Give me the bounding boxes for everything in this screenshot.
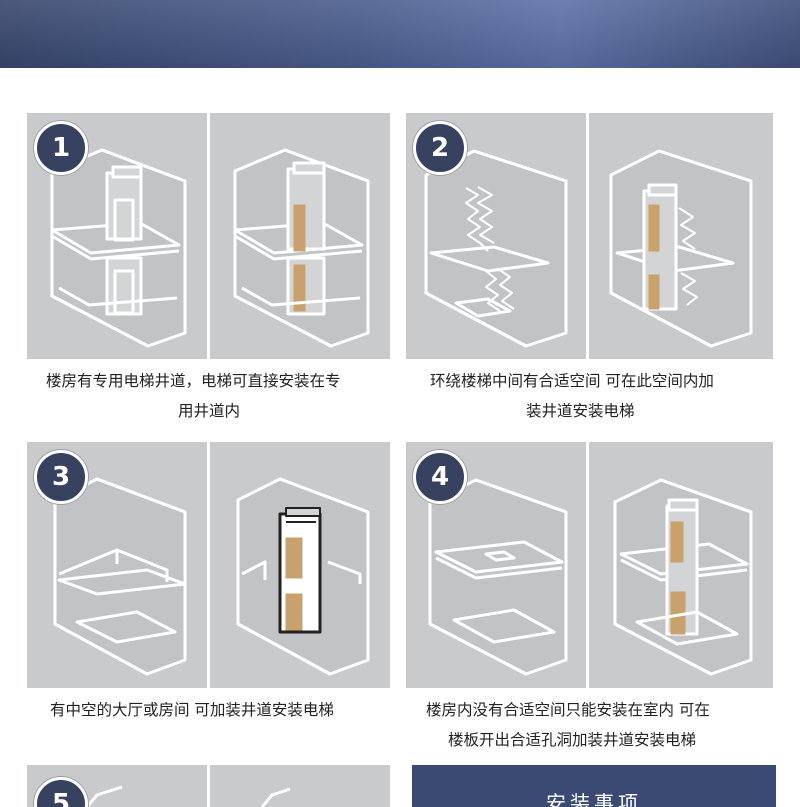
- scenario-5-illustration: [85, 785, 123, 807]
- scenario-1-number-badge: 1: [34, 121, 88, 175]
- spiral-stair-with-elevator-illustration: [609, 149, 753, 348]
- scenario-3-caption: 有中空的大厅或房间 可加装井道安装电梯: [50, 695, 334, 725]
- scenario-5-before-panel: 5: [27, 765, 207, 807]
- spiral-stair-empty-illustration: [424, 149, 568, 348]
- caption-line: 用井道内: [178, 402, 241, 420]
- installation-notes-card: 安装事项: [412, 765, 776, 807]
- scenario-1-after-panel: [210, 113, 390, 359]
- caption-line: 楼房内没有合适空间只能安装在室内 可在: [426, 701, 710, 719]
- scenario-4-before-panel: 4: [406, 442, 586, 688]
- scenario-2-number-badge: 2: [413, 121, 467, 175]
- scenario-1-caption: 楼房有专用电梯井道，电梯可直接安装在专 用井道内: [46, 366, 341, 426]
- hollow-hall-empty-illustration: [53, 477, 187, 676]
- scenario-4-number-badge: 4: [413, 450, 467, 504]
- scenario-3-after-panel: [210, 442, 390, 688]
- scenario-5-after-illustration: [260, 787, 291, 807]
- header-banner: [0, 0, 800, 68]
- scenario-5-after-panel: [210, 765, 390, 807]
- floor-opening-empty-illustration: [428, 478, 568, 676]
- caption-line: 装井道安装电梯: [526, 402, 635, 420]
- scenario-1-before-panel: 1: [27, 113, 207, 359]
- scenario-3-before-panel: 3: [27, 442, 207, 688]
- floor-opening-with-elevator-illustration: [613, 478, 753, 676]
- scenario-2-caption: 环绕楼梯中间有合适空间 可在此空间内加 装井道安装电梯: [430, 366, 714, 426]
- caption-line: 有中空的大厅或房间 可加装井道安装电梯: [50, 701, 334, 719]
- scenario-2-after-panel: [589, 113, 773, 359]
- house-shaft-with-elevator-illustration: [233, 148, 370, 348]
- scenario-4-caption: 楼房内没有合适空间只能安装在室内 可在 楼板开出合适孔洞加装井道安装电梯: [426, 695, 710, 755]
- house-shaft-empty-illustration: [50, 148, 187, 348]
- scenario-4-after-panel: [589, 442, 773, 688]
- hollow-hall-with-elevator-illustration: [236, 477, 370, 676]
- caption-line: 楼房有专用电梯井道，电梯可直接安装在专: [46, 372, 341, 390]
- installation-notes-title: 安装事项: [546, 791, 642, 807]
- caption-line: 楼板开出合适孔洞加装井道安装电梯: [448, 731, 697, 749]
- scenario-2-before-panel: 2: [406, 113, 586, 359]
- caption-line: 环绕楼梯中间有合适空间 可在此空间内加: [430, 372, 714, 390]
- scenario-3-number-badge: 3: [34, 450, 88, 504]
